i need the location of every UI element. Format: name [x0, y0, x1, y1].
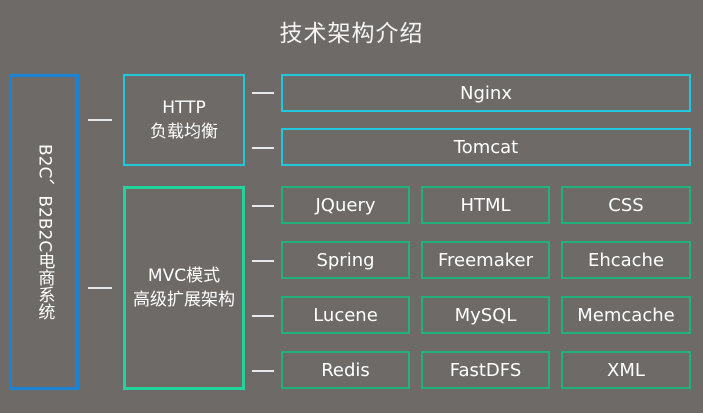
- mvc-group-line2: 高级扩展架构: [133, 290, 235, 310]
- connector-http-nginx: [252, 92, 274, 94]
- leaf-memcache: Memcache: [561, 296, 691, 334]
- mvc-group-line1: MVC模式: [147, 266, 221, 286]
- leaf-nginx: Nginx: [281, 74, 691, 112]
- root-system-box: B2C、B2B2C电商系统: [9, 74, 79, 390]
- leaf-freemaker: Freemaker: [421, 241, 550, 279]
- connector-root-http: [88, 119, 112, 121]
- connector-mvc-row1: [252, 205, 274, 207]
- leaf-lucene: Lucene: [281, 296, 410, 334]
- leaf-mysql: MySQL: [421, 296, 550, 334]
- leaf-css: CSS: [561, 186, 691, 224]
- leaf-spring: Spring: [281, 241, 410, 279]
- leaf-fastdfs: FastDFS: [421, 351, 550, 389]
- leaf-ehcache: Ehcache: [561, 241, 691, 279]
- connector-mvc-row2: [252, 260, 274, 262]
- http-group-line2: 负载均衡: [150, 122, 218, 142]
- connector-root-mvc: [88, 287, 112, 289]
- connector-http-tomcat: [252, 147, 274, 149]
- connector-mvc-row4: [252, 370, 274, 372]
- leaf-html: HTML: [421, 186, 550, 224]
- leaf-tomcat: Tomcat: [281, 128, 691, 166]
- leaf-redis: Redis: [281, 351, 410, 389]
- http-group-box: HTTP 负载均衡: [123, 74, 245, 166]
- leaf-jquery: JQuery: [281, 186, 410, 224]
- mvc-group-box: MVC模式 高级扩展架构: [123, 186, 245, 390]
- root-system-label: B2C、B2B2C电商系统: [34, 143, 55, 321]
- connector-mvc-row3: [252, 315, 274, 317]
- leaf-xml: XML: [561, 351, 691, 389]
- http-group-line1: HTTP: [162, 98, 206, 118]
- diagram-title: 技术架构介绍: [279, 21, 424, 47]
